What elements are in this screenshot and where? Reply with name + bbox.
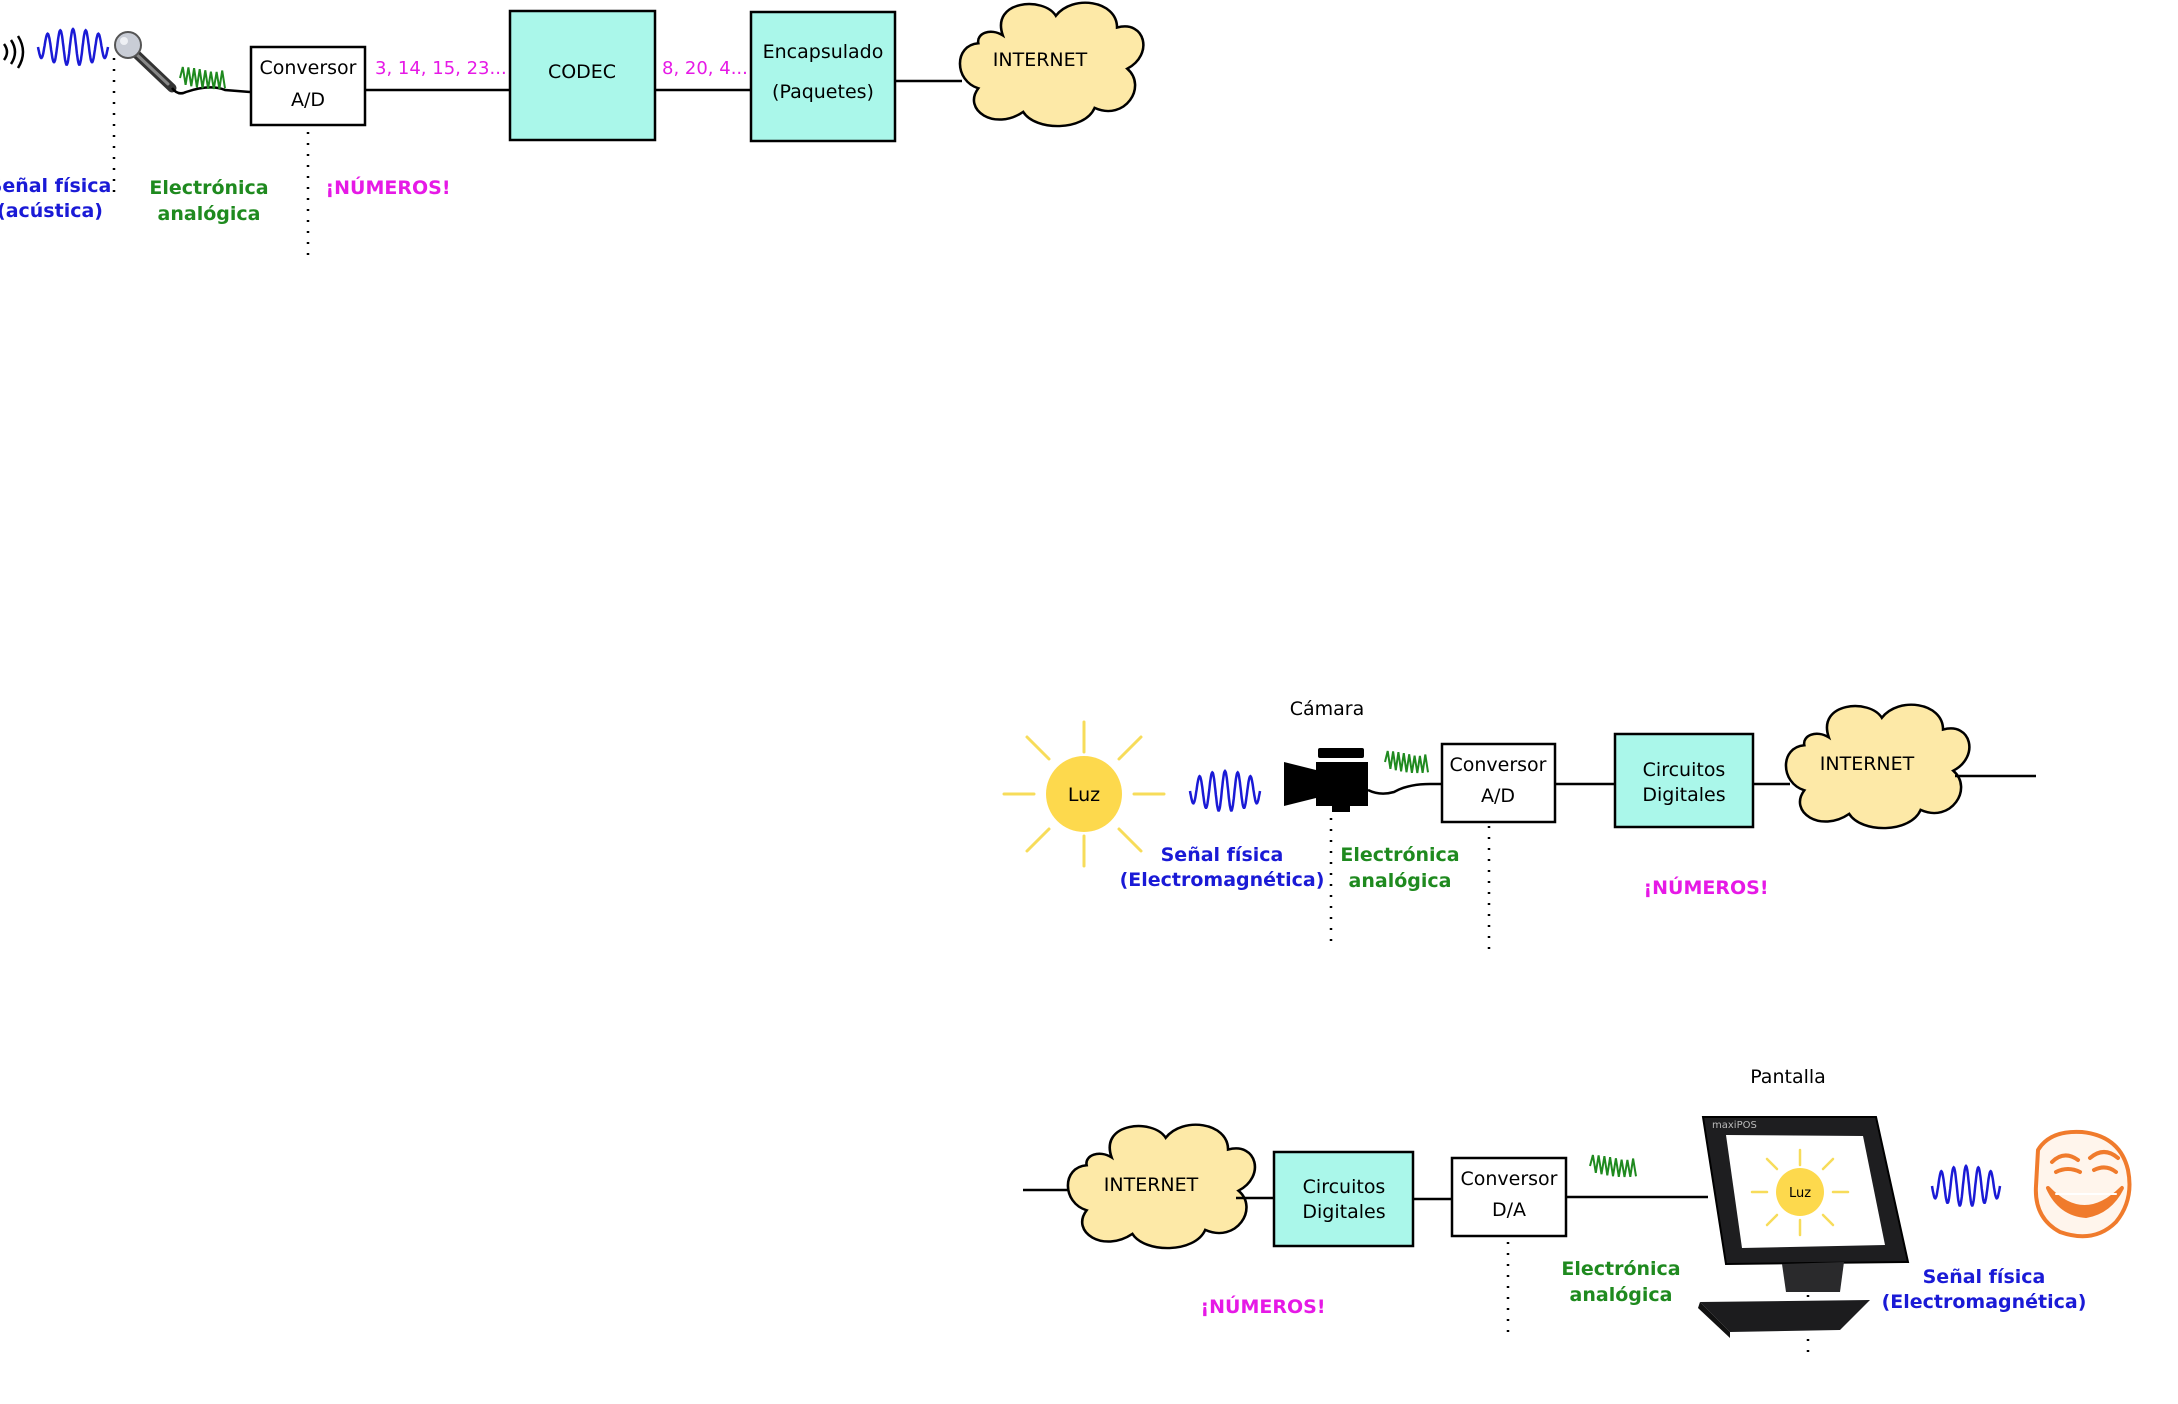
sound-waves-icon <box>2 35 25 69</box>
converter-ad-box: Conversor A/D <box>249 45 367 127</box>
circuits-label: Digitales <box>1302 1201 1385 1223</box>
converter-da-box: Conversor D/A <box>1450 1156 1568 1238</box>
sun-label: Luz <box>1068 784 1100 806</box>
label-line: analógica <box>158 203 261 225</box>
converter-type: D/A <box>1492 1199 1526 1221</box>
numbers-sequence-b: 8, 20, 4... <box>662 58 748 79</box>
internet-cloud: INTERNET <box>1784 703 1971 830</box>
analog-electronics-label: Electrónica analógica <box>1340 844 1459 892</box>
encapsulation-sub: (Paquetes) <box>772 81 874 103</box>
converter-ad-box: Conversor A/D <box>1440 742 1557 824</box>
physical-signal-label: Señal física (acústica) <box>0 175 111 222</box>
numbers-label: ¡NÚMEROS! <box>1200 1294 1325 1318</box>
display-label: Pantalla <box>1750 1066 1826 1088</box>
digital-circuits-box: Circuitos Digitales <box>1272 1150 1415 1248</box>
numbers-label: ¡NÚMEROS! <box>325 175 450 199</box>
analog-electronics-label: Electrónica analógica <box>1561 1258 1680 1306</box>
label-line: (Electromagnética) <box>1120 869 1325 891</box>
analog-wave <box>179 66 226 90</box>
circuits-label: Digitales <box>1642 784 1725 806</box>
analog-wave <box>1384 750 1429 774</box>
analog-electronics-label: Electrónica analógica <box>149 177 268 225</box>
circuits-label: Circuitos <box>1643 759 1726 781</box>
label-line: analógica <box>1349 870 1452 892</box>
internet-label: INTERNET <box>993 49 1088 71</box>
row-display: INTERNET Circuitos Digitales Conversor D… <box>1023 1066 2132 1358</box>
sun-icon <box>1750 1148 1850 1237</box>
label-line: Señal física <box>0 175 111 197</box>
converter-type: A/D <box>1481 785 1515 807</box>
label-line: Electrónica <box>1561 1258 1680 1280</box>
camera-label: Cámara <box>1290 698 1365 720</box>
physical-signal-label: Señal física (Electromagnética) <box>1120 844 1325 891</box>
electromagnetic-wave <box>1930 1163 2002 1207</box>
internet-cloud: INTERNET <box>1066 1123 1257 1250</box>
codec-label: CODEC <box>548 61 616 83</box>
label-line: analógica <box>1570 1284 1673 1306</box>
converter-label: Conversor <box>1460 1168 1557 1190</box>
row-audio: Conversor A/D 3, 14, 15, 23... CODEC 8, … <box>0 1 1145 262</box>
internet-label: INTERNET <box>1104 1174 1199 1196</box>
sun-label: Luz <box>1789 1186 1811 1201</box>
physical-signal-label: Señal física (Electromagnética) <box>1882 1266 2087 1313</box>
converter-label: Conversor <box>259 57 356 79</box>
encapsulation-box: Encapsulado (Paquetes) <box>749 10 897 143</box>
troll-face-icon <box>2033 1129 2132 1239</box>
encapsulation-label: Encapsulado <box>763 41 884 63</box>
label-line: (Electromagnética) <box>1882 1291 2087 1313</box>
row-camera: Luz Cámara Conversor A/D Circuitos Digit… <box>1002 698 2036 958</box>
numbers-label: ¡NÚMEROS! <box>1643 875 1768 899</box>
label-line: Señal física <box>1161 844 1284 866</box>
codec-box: CODEC <box>508 9 657 142</box>
internet-label: INTERNET <box>1820 753 1915 775</box>
sun-icon: Luz <box>1002 720 1166 868</box>
label-line: Señal física <box>1923 1266 2046 1288</box>
microphone-icon <box>114 31 251 95</box>
label-line: Electrónica <box>1340 844 1459 866</box>
numbers-sequence-a: 3, 14, 15, 23... <box>375 58 507 79</box>
acoustic-wave <box>36 27 110 66</box>
label-line: (acústica) <box>0 200 103 222</box>
converter-type: A/D <box>291 89 325 111</box>
label-line: Electrónica <box>149 177 268 199</box>
analog-wave <box>1589 1154 1637 1178</box>
monitor-brand: maxiPOS <box>1712 1120 1757 1131</box>
circuits-label: Circuitos <box>1303 1176 1386 1198</box>
camera-icon <box>1284 748 1442 812</box>
internet-cloud: INTERNET <box>958 1 1145 128</box>
electromagnetic-wave <box>1188 768 1262 812</box>
monitor-icon: maxiPOS Luz <box>1698 1116 1910 1338</box>
digital-circuits-box: Circuitos Digitales <box>1613 732 1755 829</box>
converter-label: Conversor <box>1449 754 1546 776</box>
